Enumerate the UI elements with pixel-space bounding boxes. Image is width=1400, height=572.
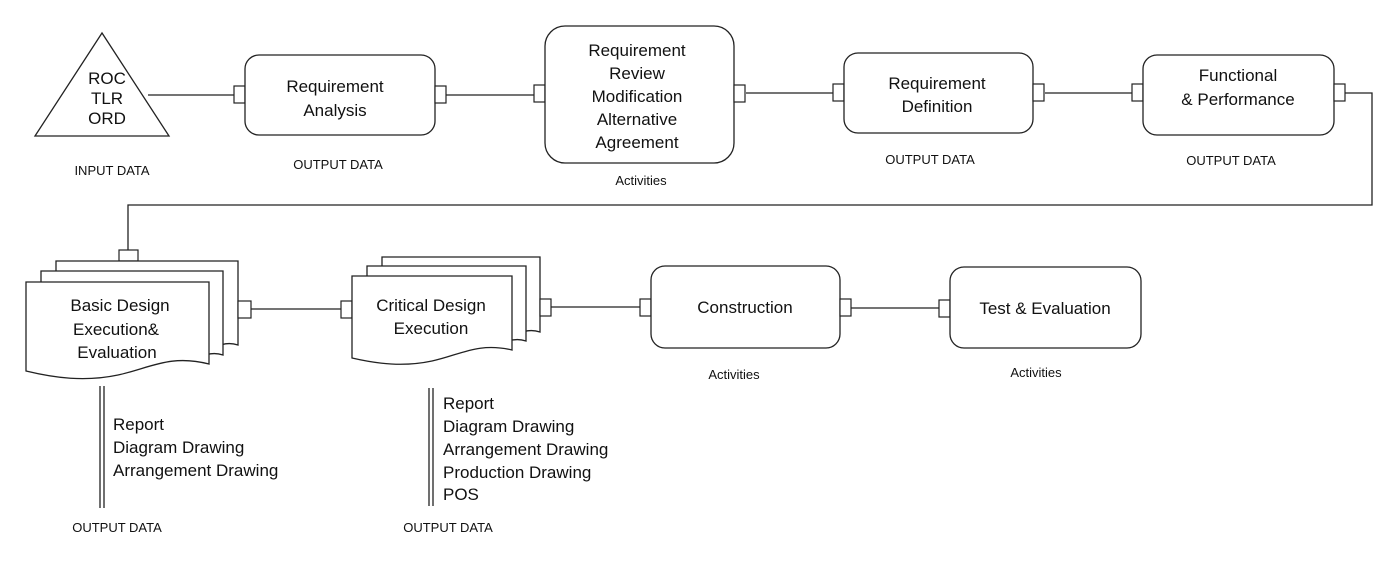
test-evaluation-caption: Activities xyxy=(1010,365,1062,380)
functional-performance-line-1: Functional xyxy=(1199,66,1277,85)
input-line-1: ROC xyxy=(88,69,126,88)
basic-design-node: Basic Design Execution& Evaluation Repor… xyxy=(25,249,278,535)
basic-design-output-3: Arrangement Drawing xyxy=(113,461,278,480)
connector-functional-to-basic-design xyxy=(127,92,1373,250)
basic-design-output-2: Diagram Drawing xyxy=(113,438,244,457)
critical-design-node: Critical Design Execution Report Diagram… xyxy=(340,256,608,535)
requirement-analysis-line-2: Analysis xyxy=(303,101,366,120)
port-out xyxy=(539,298,552,317)
functional-performance-caption: OUTPUT DATA xyxy=(1186,153,1276,168)
requirement-review-line-3: Modification xyxy=(592,87,683,106)
requirement-review-line-1: Requirement xyxy=(588,41,686,60)
requirement-analysis-caption: OUTPUT DATA xyxy=(293,157,383,172)
requirement-review-line-5: Agreement xyxy=(595,133,678,152)
critical-design-caption: OUTPUT DATA xyxy=(403,520,493,535)
port-out xyxy=(1032,83,1045,102)
port-in xyxy=(938,299,951,318)
requirement-definition-caption: OUTPUT DATA xyxy=(885,152,975,167)
port-in xyxy=(118,249,139,262)
test-evaluation-box xyxy=(949,266,1142,349)
port-in xyxy=(639,298,652,317)
test-evaluation-node: Test & Evaluation Activities xyxy=(938,266,1142,380)
functional-performance-node: Functional & Performance OUTPUT DATA xyxy=(1131,54,1346,168)
port-in xyxy=(533,84,546,103)
port-in xyxy=(233,85,246,104)
port-out xyxy=(237,300,252,319)
critical-design-output-4: Production Drawing xyxy=(443,463,591,482)
basic-design-line-2: Execution& xyxy=(73,320,160,339)
port-in xyxy=(340,300,353,319)
input-line-2: TLR xyxy=(91,89,123,108)
critical-design-output-1: Report xyxy=(443,394,494,413)
requirement-analysis-line-1: Requirement xyxy=(286,77,384,96)
document-front xyxy=(351,275,513,365)
port-out xyxy=(1333,83,1346,102)
port-out xyxy=(434,85,447,104)
critical-design-line-2: Execution xyxy=(394,319,469,338)
critical-design-line-1: Critical Design xyxy=(376,296,486,315)
port-in xyxy=(832,83,845,102)
requirement-review-node: Requirement Review Modification Alternat… xyxy=(533,25,746,188)
basic-design-line-3: Evaluation xyxy=(77,343,156,362)
requirement-definition-line-1: Requirement xyxy=(888,74,986,93)
input-caption: INPUT DATA xyxy=(74,163,149,178)
requirement-analysis-node: Requirement Analysis OUTPUT DATA xyxy=(233,54,447,172)
port-out xyxy=(733,84,746,103)
critical-design-output-2: Diagram Drawing xyxy=(443,417,574,436)
critical-design-output-3: Arrangement Drawing xyxy=(443,440,608,459)
basic-design-line-1: Basic Design xyxy=(70,296,169,315)
input-triangle xyxy=(33,31,171,137)
functional-performance-line-2: & Performance xyxy=(1181,90,1294,109)
construction-caption: Activities xyxy=(708,367,760,382)
input-data-node: ROC TLR ORD INPUT DATA xyxy=(33,31,171,178)
requirement-review-caption: Activities xyxy=(615,173,667,188)
requirement-review-line-4: Alternative xyxy=(597,110,677,129)
connectors xyxy=(127,92,1373,310)
document-front xyxy=(25,281,210,380)
construction-line-1: Construction xyxy=(697,298,792,317)
requirement-definition-line-2: Definition xyxy=(902,97,973,116)
test-evaluation-line-1: Test & Evaluation xyxy=(979,299,1110,318)
construction-node: Construction Activities xyxy=(639,265,852,382)
port-in xyxy=(1131,83,1144,102)
input-line-3: ORD xyxy=(88,109,126,128)
basic-design-caption: OUTPUT DATA xyxy=(72,520,162,535)
requirement-definition-node: Requirement Definition OUTPUT DATA xyxy=(832,52,1045,167)
critical-design-output-5: POS xyxy=(443,485,479,504)
requirement-definition-box xyxy=(843,52,1034,134)
port-out xyxy=(839,298,852,317)
requirement-review-line-2: Review xyxy=(609,64,665,83)
basic-design-output-1: Report xyxy=(113,415,164,434)
